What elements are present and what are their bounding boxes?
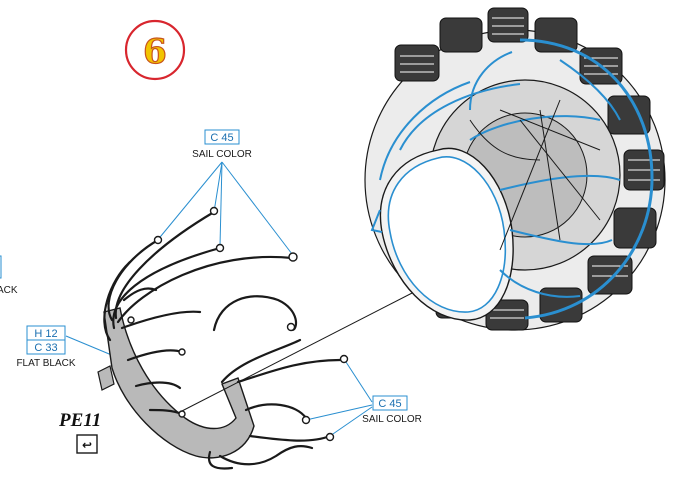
callout-bottom-leaders	[305, 361, 373, 437]
harness-wires	[103, 210, 342, 470]
harness-band	[103, 307, 255, 459]
callout-left-flat-black: H 12 C 33 FLAT BLACK	[16, 325, 115, 369]
callout-bottom-name: SAIL COLOR	[362, 414, 422, 425]
engine-detail-lines	[469, 99, 601, 251]
callout-bottom-sail-color: C 45 SAIL COLOR	[305, 361, 422, 437]
assembly-arrow	[179, 287, 424, 413]
step-badge: 6	[124, 19, 186, 81]
callout-top-sail-color: C 45 SAIL COLOR	[155, 129, 293, 255]
radial-engine	[364, 7, 666, 331]
callout-left-leader	[65, 335, 115, 357]
ignition-harness	[97, 206, 349, 470]
callout-top-leaders	[155, 161, 293, 255]
engine-blue-wires	[370, 51, 621, 298]
callout-bottom-code: C 45	[378, 398, 401, 410]
part-number: PE11	[58, 410, 101, 431]
callout-top-code: C 45	[210, 132, 233, 144]
step-number: 6	[143, 32, 167, 72]
callout-left-code2: C 33	[34, 342, 57, 354]
callout-left-name: FLAT BLACK	[16, 358, 75, 369]
engine-ignition-ring	[519, 38, 654, 320]
callout-left-code1: H 12	[34, 328, 57, 340]
edge-fragment-label: ACK	[0, 285, 18, 296]
edge-fragment: ACK	[0, 255, 18, 296]
harness-connectors	[127, 206, 349, 442]
callout-top-name: SAIL COLOR	[192, 149, 252, 160]
harness-clamp	[97, 365, 115, 391]
part-symbol-icon: ↩	[82, 438, 92, 452]
part-reference: PE11 ↩	[58, 410, 101, 454]
